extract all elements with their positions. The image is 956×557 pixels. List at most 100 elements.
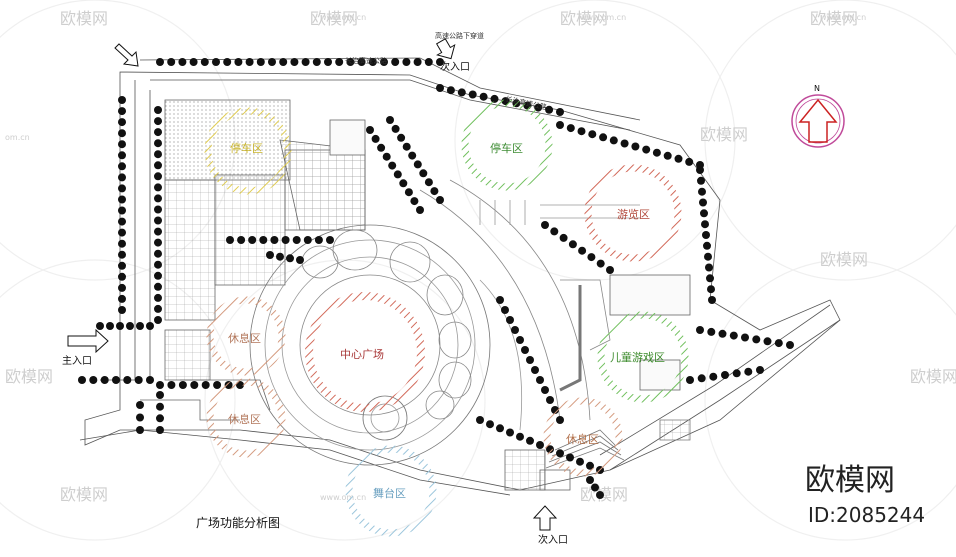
tree-icon xyxy=(559,233,568,242)
tree-icon xyxy=(245,58,254,66)
north-label: N xyxy=(814,84,820,93)
tree-icon xyxy=(457,88,466,97)
tree-icon xyxy=(526,356,534,364)
zone-rest-2: 休息区 xyxy=(206,378,286,458)
tree-icon xyxy=(268,58,276,66)
tree-icon xyxy=(290,58,299,66)
road-label-top: 长治高速公路 xyxy=(345,56,387,65)
tree-icon xyxy=(476,416,484,424)
watermark-text: 欧模网 xyxy=(820,250,868,269)
brand-id: ID:2085244 xyxy=(808,503,925,527)
tree-icon xyxy=(410,197,419,206)
tree-icon xyxy=(118,239,126,248)
tree-icon xyxy=(578,246,587,255)
tree-icon xyxy=(744,367,753,376)
tree-icon xyxy=(154,172,162,181)
tree-icon xyxy=(516,432,524,441)
tree-icon xyxy=(763,337,772,346)
tree-icon xyxy=(178,381,187,389)
tree-icon xyxy=(154,161,162,170)
tree-icon xyxy=(732,369,741,378)
north-arrow-icon xyxy=(798,98,838,143)
tree-icon xyxy=(154,271,162,280)
tree-icon xyxy=(556,121,564,129)
tree-icon xyxy=(156,58,164,66)
tree-icon xyxy=(577,127,586,136)
zone-children: 儿童游戏区 xyxy=(597,311,689,403)
tree-icon xyxy=(106,322,114,330)
watermark-circle-left xyxy=(0,0,956,541)
tree-icon xyxy=(154,249,162,258)
tree-icon xyxy=(479,92,488,101)
tree-icon xyxy=(154,194,162,203)
tree-icon xyxy=(596,491,604,499)
watermark-text: 欧模网 xyxy=(700,125,748,144)
tree-icon xyxy=(586,476,594,484)
tree-icon xyxy=(156,426,164,434)
tree-icon xyxy=(281,236,290,244)
tree-icon xyxy=(189,58,198,66)
tree-icon xyxy=(506,316,514,324)
road-right xyxy=(609,319,841,471)
tree-icon xyxy=(156,402,164,411)
tree-icon xyxy=(96,322,104,330)
tree-icon xyxy=(312,58,321,66)
tree-icon xyxy=(118,261,126,270)
tree-icon xyxy=(377,143,386,152)
tree-icon xyxy=(154,227,162,236)
tree-icon xyxy=(556,108,564,116)
zone-parking: 停车区 xyxy=(461,99,553,191)
road-left xyxy=(100,80,136,381)
tree-icon xyxy=(430,187,439,196)
tree-icon xyxy=(424,178,433,187)
tree-icon xyxy=(419,169,428,178)
tree-icon xyxy=(154,304,162,313)
tree-icon xyxy=(276,252,284,261)
tree-icon xyxy=(550,227,559,236)
tree-icon xyxy=(118,162,126,171)
zone-label: 停车区 xyxy=(230,141,263,155)
plaza-petals xyxy=(301,229,472,420)
entrance-secondary-top: 次入口 xyxy=(435,38,470,73)
zone-label: 停车区 xyxy=(490,141,523,155)
tree-icon xyxy=(154,150,162,159)
tree-icon xyxy=(402,142,411,151)
tree-icon xyxy=(391,58,400,66)
tree-icon xyxy=(556,449,564,458)
tree-icon xyxy=(154,205,162,214)
tree-icon xyxy=(541,386,549,394)
tree-icon xyxy=(631,142,640,151)
tree-icon xyxy=(223,58,232,66)
tree-icon xyxy=(190,381,199,389)
tree-icon xyxy=(586,461,594,470)
tree-icon xyxy=(118,250,126,259)
tree-icon xyxy=(591,483,599,492)
zone-parking-top-left: 停车区 xyxy=(204,107,292,195)
tree-icon xyxy=(357,58,366,66)
tree-icon xyxy=(436,196,444,204)
tree-icon xyxy=(536,376,544,384)
tree-icon xyxy=(118,173,126,182)
watermark-site: om.cn xyxy=(5,133,30,142)
tree-icon xyxy=(118,306,126,314)
watermark-site: www.om.cn xyxy=(580,13,626,22)
site-boundary xyxy=(84,71,841,491)
tree-icon xyxy=(118,118,126,127)
brand-block: 欧模网 ID:2085244 xyxy=(805,463,925,527)
tree-icon xyxy=(156,381,164,389)
tree-icon xyxy=(752,335,761,344)
zone-circles: 停车区 停车区 游览区 休息区 中心广场 休息区 儿童游戏区 休息区 xyxy=(204,99,689,537)
road-label-underpass: 高速公路下穿道 xyxy=(435,31,484,40)
zone-sightseeing: 游览区 xyxy=(584,164,682,262)
tree-icon xyxy=(118,107,126,116)
tree-icon xyxy=(386,116,394,124)
tree-icon xyxy=(588,130,597,139)
tree-icon xyxy=(709,372,718,381)
tree-icon xyxy=(326,236,334,244)
arrow-down-left-icon xyxy=(114,43,139,67)
tree-icon xyxy=(663,151,672,160)
tree-icon xyxy=(100,376,109,384)
tree-icon xyxy=(167,381,176,389)
tree-icon xyxy=(599,133,608,142)
page-title: 广场功能分析图 xyxy=(196,516,280,530)
